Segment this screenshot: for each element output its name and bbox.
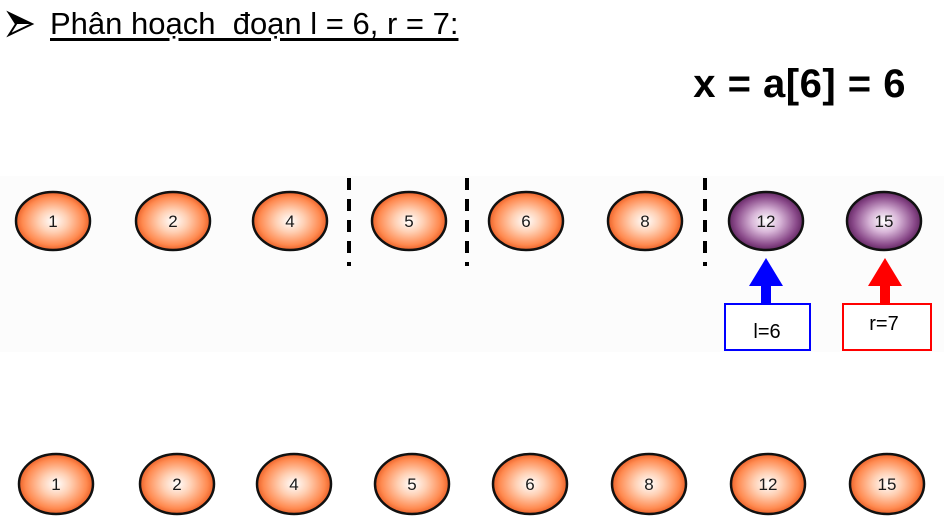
pointer-r-label: r=7 — [869, 313, 898, 335]
row2-circle-1 — [138, 452, 216, 516]
row2-value-7: 15 — [878, 475, 897, 494]
row2-value-4: 6 — [525, 475, 534, 494]
row2-circle-6 — [729, 452, 807, 516]
row1-element-4: 6 — [487, 190, 565, 252]
pointer-l: l=6 — [724, 258, 811, 351]
row2-element-1: 2 — [138, 452, 216, 516]
row1-circle-4 — [487, 190, 565, 252]
row2-element-5: 8 — [610, 452, 688, 516]
heading: Phân hoạch đoạn l = 6, r = 7: — [0, 0, 458, 48]
pointer-l-shaft — [761, 284, 771, 304]
pointer-r: r=7 — [842, 258, 932, 351]
row1-circle-2 — [251, 190, 329, 252]
row2-element-2: 4 — [255, 452, 333, 516]
row2-element-6: 12 — [729, 452, 807, 516]
row1-circle-6 — [727, 190, 805, 252]
row1-value-0: 1 — [48, 212, 57, 231]
row1-value-4: 6 — [521, 212, 530, 231]
row2-circle-3 — [373, 452, 451, 516]
pointer-r-box — [842, 303, 932, 351]
row1-value-6: 12 — [757, 212, 776, 231]
row1-element-6: 12 — [727, 190, 805, 252]
pointer-l-label: l=6 — [753, 321, 780, 343]
row2-circle-7 — [848, 452, 926, 516]
row2-circle-5 — [610, 452, 688, 516]
row2-element-4: 6 — [491, 452, 569, 516]
row2-element-3: 5 — [373, 452, 451, 516]
row1-circle-1 — [134, 190, 212, 252]
pointer-l-box — [724, 303, 811, 351]
row1-value-5: 8 — [640, 212, 649, 231]
pointer-l-head-icon — [749, 258, 783, 286]
row2-value-3: 5 — [407, 475, 416, 494]
arrow-bullet-icon — [6, 10, 35, 38]
row2-circle-2 — [255, 452, 333, 516]
pointer-r-shaft — [880, 284, 890, 304]
row1-value-1: 2 — [168, 212, 177, 231]
row1-element-7: 15 — [845, 190, 923, 252]
row1-circle-5 — [606, 190, 684, 252]
row2-value-2: 4 — [289, 475, 298, 494]
row1-value-3: 5 — [404, 212, 413, 231]
row2-circle-0 — [17, 452, 95, 516]
row2-value-1: 2 — [172, 475, 181, 494]
row1-element-5: 8 — [606, 190, 684, 252]
row1-element-1: 2 — [134, 190, 212, 252]
pivot-label: x = a[6] = 6 — [693, 62, 906, 106]
row1-value-2: 4 — [285, 212, 294, 231]
row2-value-0: 1 — [51, 475, 60, 494]
row1-element-0: 1 — [14, 190, 92, 252]
row1-circle-0 — [14, 190, 92, 252]
row1-circle-7 — [845, 190, 923, 252]
row1-element-2: 4 — [251, 190, 329, 252]
pointer-r-head-icon — [868, 258, 902, 286]
heading-text: Phân hoạch đoạn l = 6, r = 7: — [50, 6, 459, 41]
row1-element-3: 5 — [370, 190, 448, 252]
row2-value-5: 8 — [644, 475, 653, 494]
row2-circle-4 — [491, 452, 569, 516]
row1-value-7: 15 — [875, 212, 894, 231]
row1-circle-3 — [370, 190, 448, 252]
row2-value-6: 12 — [759, 475, 778, 494]
row2-element-0: 1 — [17, 452, 95, 516]
row2-element-7: 15 — [848, 452, 926, 516]
